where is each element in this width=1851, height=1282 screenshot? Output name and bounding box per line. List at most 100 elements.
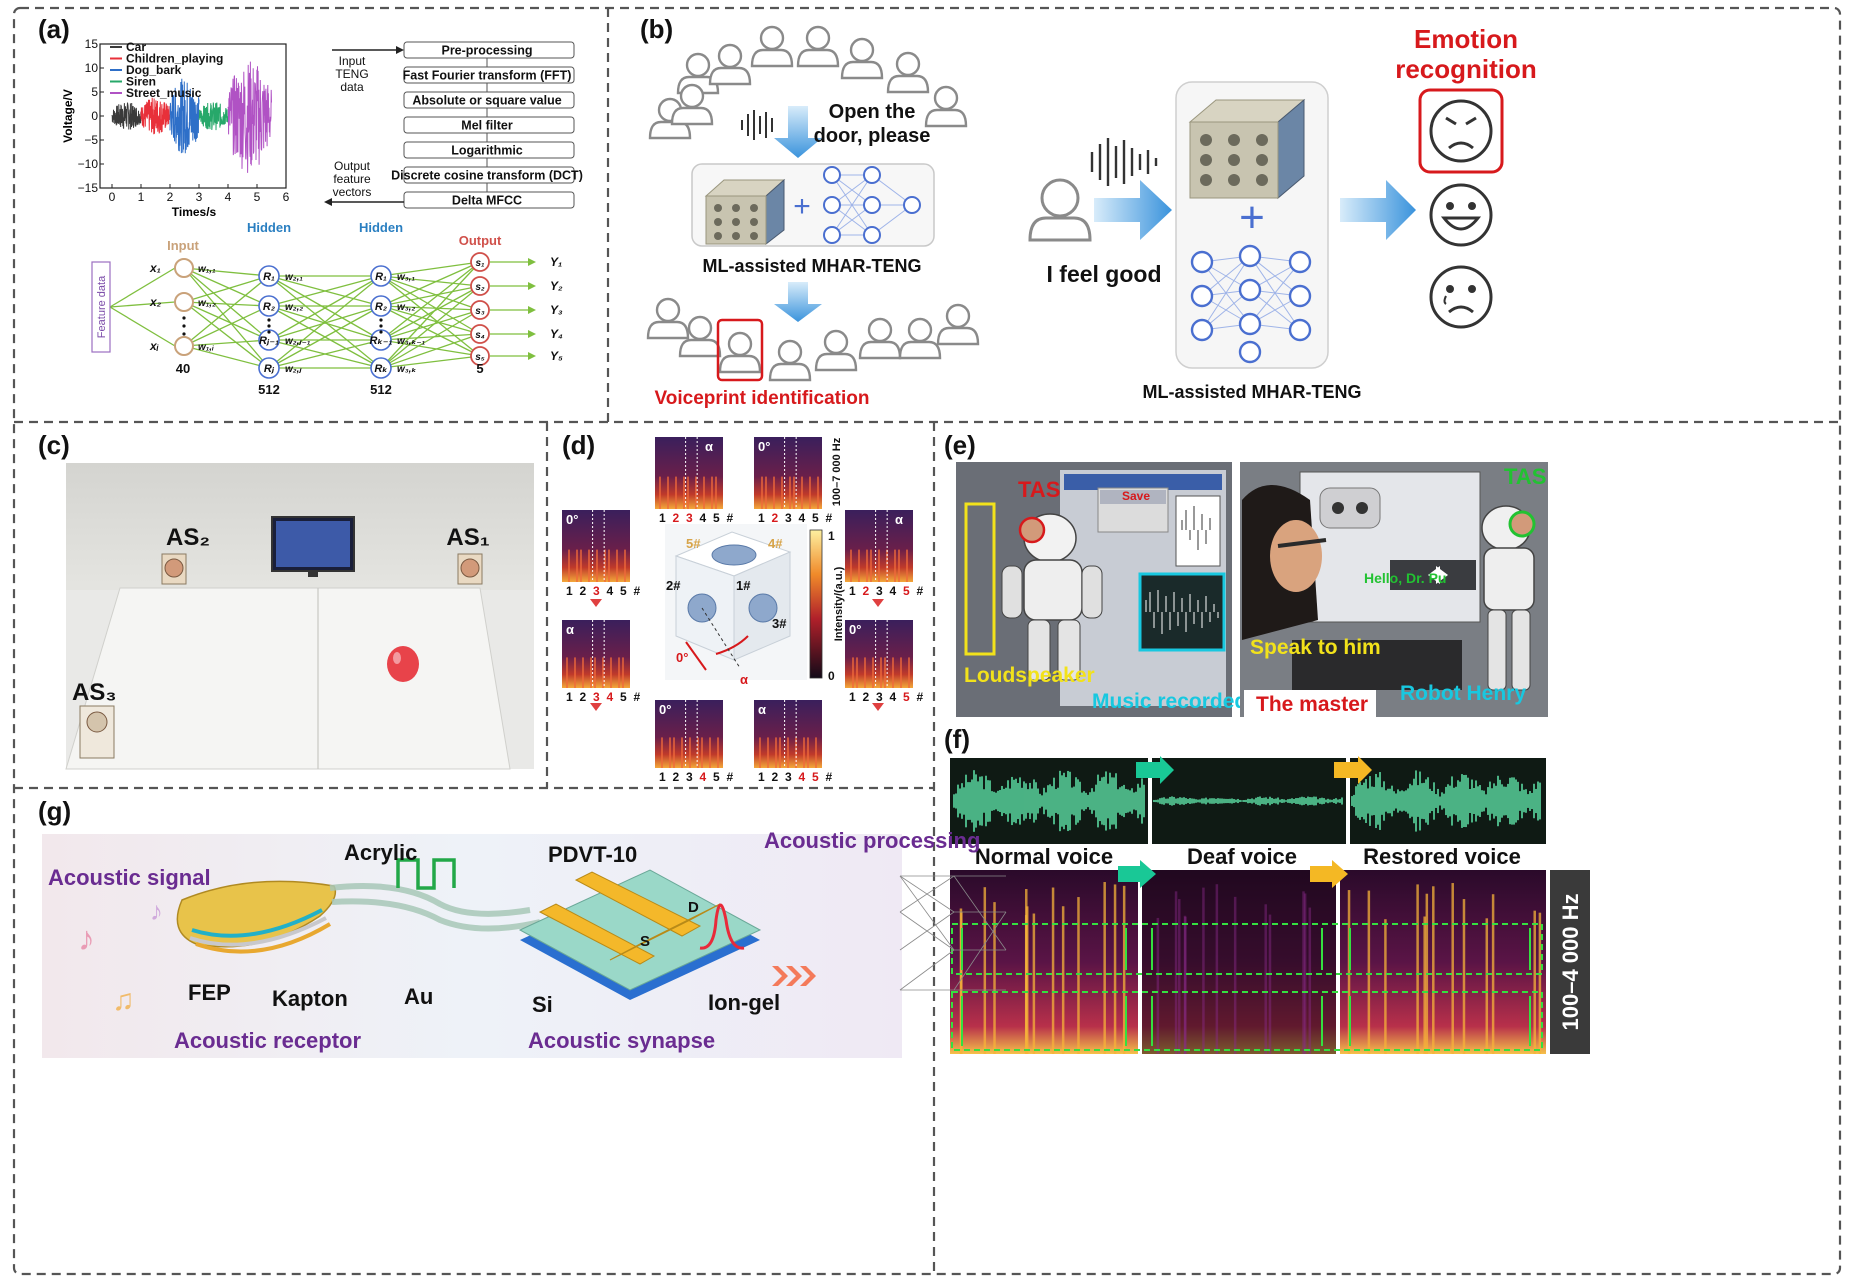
- legend-entry: Dog_bark: [126, 63, 182, 77]
- weight-label: w₃,₁: [397, 272, 415, 283]
- input-note-3: data: [340, 80, 364, 94]
- robot-icon: [1481, 505, 1536, 691]
- pulse-signal-icon: [396, 858, 456, 890]
- output-node: [470, 252, 490, 272]
- cube-label-4: 4#: [768, 536, 783, 551]
- hidden-layer-1-label: Hidden: [247, 220, 291, 235]
- mic-index-label: 4: [890, 690, 897, 704]
- flow-step-label: Absolute or square value: [412, 94, 561, 108]
- emotion-label-1: Emotion: [1414, 24, 1518, 54]
- mic-index-label: #: [727, 770, 734, 784]
- weight-label: w₃,ₖ₋₁: [397, 336, 426, 347]
- sensor-cube: [665, 524, 807, 680]
- x-tick-label: 0: [109, 190, 116, 204]
- output-variable: Y₂: [550, 279, 563, 293]
- loudspeaker-label: Loudspeaker: [964, 664, 1095, 687]
- acoustic-sensor-3: [79, 705, 115, 759]
- person-icon: [708, 43, 752, 86]
- output-note-3: vectors: [333, 185, 372, 199]
- x-tick-label: 4: [225, 190, 232, 204]
- panel-f: Normal voice Deaf voice Restored voice 1…: [950, 756, 1590, 1054]
- output-node: [470, 346, 490, 366]
- weight-label: w₃,₂: [397, 302, 415, 313]
- drain-electrode-label: D: [688, 899, 699, 916]
- sensor-label-as3: AS₃: [72, 679, 116, 706]
- weight-label: w₁,₂: [198, 298, 216, 309]
- down-arrow-icon: [774, 106, 822, 158]
- chart-legend: CarChildren_playingDog_barkSirenStreet_m…: [110, 40, 223, 100]
- person-icon: [898, 317, 942, 360]
- au-label: Au: [404, 984, 433, 1009]
- panel-borders: [12, 6, 1842, 1276]
- weight-label: w₁,₁: [198, 264, 216, 275]
- colorbar-max: 1: [828, 529, 835, 543]
- mic-index-label: 1: [758, 770, 765, 784]
- series-children-playing: [140, 97, 171, 135]
- angry-face-icon: [1429, 99, 1493, 163]
- loudspeaker-box: [964, 502, 996, 656]
- band-label: 100–4 000 Hz: [1558, 894, 1583, 1031]
- hidden-node: [370, 329, 392, 351]
- mic-index-label: 4: [607, 584, 614, 598]
- angle-label: α: [705, 439, 713, 454]
- hidden-node: [258, 265, 280, 287]
- acrylic-label: Acrylic: [344, 840, 417, 865]
- x-tick-label: 2: [167, 190, 174, 204]
- si-label: Si: [532, 992, 553, 1017]
- emotion-label-2: recognition: [1395, 54, 1537, 84]
- output-variable: Y₅: [550, 349, 563, 363]
- person-icon: [718, 331, 762, 374]
- mic-index-label: 1: [566, 690, 573, 704]
- output-node-label: s₂: [475, 282, 485, 293]
- mic-index-label: 5: [713, 770, 720, 784]
- speak-label: Speak to him: [1250, 636, 1381, 659]
- acoustic-sensor-2: [161, 553, 187, 585]
- cube-label-1: 1#: [736, 578, 751, 593]
- x-axis-label: Times/s: [172, 205, 217, 219]
- person-speaking-icon: [1242, 485, 1327, 640]
- mic-index-label: 1: [659, 770, 666, 784]
- frequency-range-label: 100–7 000 Hz: [831, 437, 843, 506]
- y-tick-label: −15: [78, 181, 99, 195]
- mic-index-label: 1: [659, 511, 666, 525]
- mic-index-label: 4: [700, 511, 707, 525]
- speaker-icon: [1028, 178, 1092, 242]
- series-siren: [198, 102, 229, 131]
- output-node-label: s₄: [475, 330, 485, 341]
- mic-index-label: 3: [686, 770, 693, 784]
- music-note-icons: ♪ ♫ ♪: [78, 896, 163, 1017]
- save-button-label: Save: [1122, 489, 1150, 503]
- monitor-icon: [271, 516, 355, 577]
- hello-label: Hello, Dr. Pu: [1364, 570, 1446, 586]
- teng-device-icon: [1188, 98, 1306, 200]
- x-tick-label: 6: [283, 190, 290, 204]
- person-icon: [814, 329, 858, 372]
- hidden2-count: 512: [370, 382, 392, 397]
- mic-index-label: 4: [799, 770, 806, 784]
- down-arrow-icon: [590, 703, 602, 711]
- mic-index-label: 5: [903, 584, 910, 598]
- identified-speaker-highlight: [716, 318, 764, 382]
- output-variable: Y₁: [550, 255, 562, 269]
- mic-index-label: 5: [812, 770, 819, 784]
- sensor-label-as2: AS₂: [166, 524, 210, 551]
- pdvt-label: PDVT-10: [548, 842, 637, 867]
- panel-label-c: (c): [38, 430, 70, 460]
- mic-index-label: 4: [890, 584, 897, 598]
- input-node: [174, 258, 194, 278]
- speaker-crowd-bottom: [646, 297, 980, 382]
- down-arrow-icon: [872, 703, 884, 711]
- happy-face-icon: [1429, 183, 1493, 247]
- panel-label-a: (a): [38, 14, 70, 44]
- output-node-label: s₁: [475, 258, 485, 269]
- hidden-layer-2-label: Hidden: [359, 220, 403, 235]
- y-tick-label: −5: [84, 133, 98, 147]
- panel-label-e: (e): [944, 430, 976, 460]
- mic-index-label: 3: [785, 770, 792, 784]
- voice-waveforms: [953, 770, 1541, 832]
- hidden-node-label: Rₖ₋₁: [370, 335, 393, 347]
- device-label-right: ML-assisted MHAR-TENG: [1142, 382, 1361, 402]
